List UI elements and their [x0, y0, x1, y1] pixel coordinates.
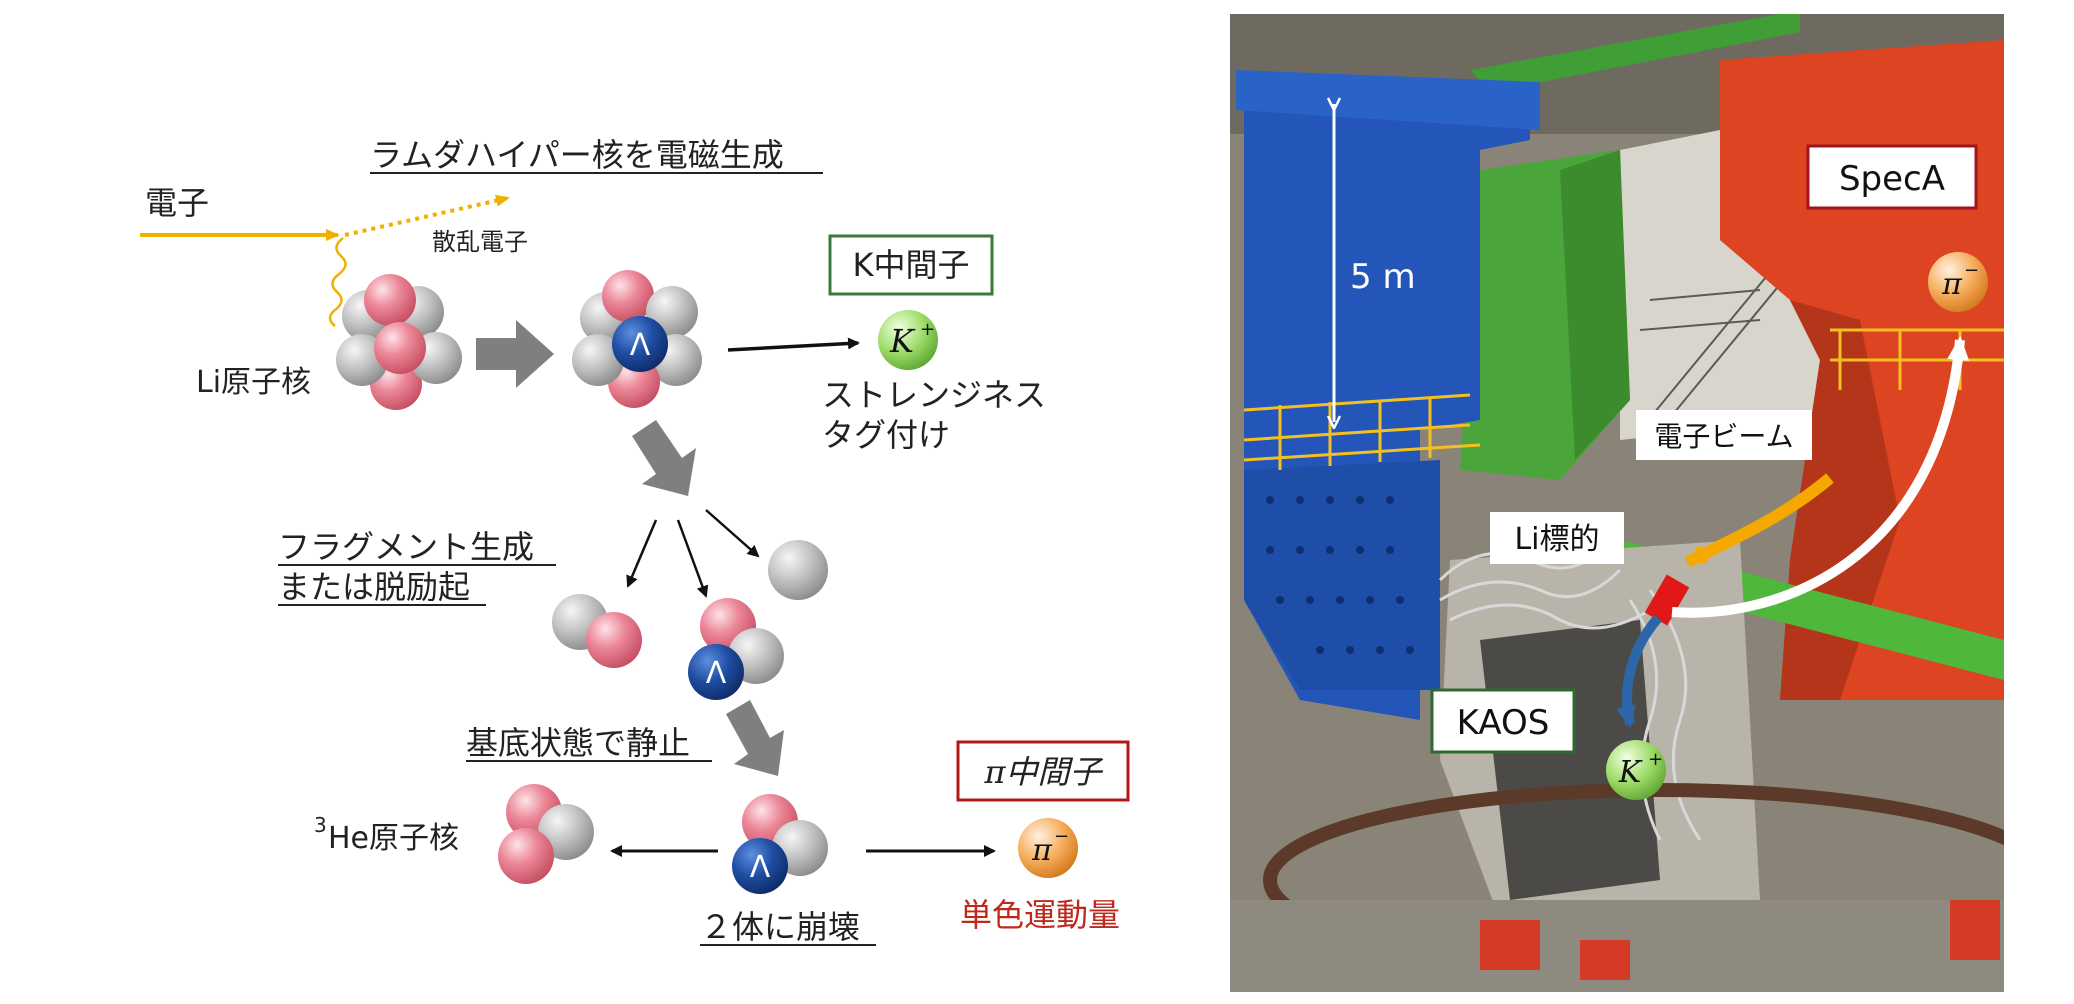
hyperfrag-lambda-symbol: Λ	[706, 656, 727, 691]
two-body-decay-label: ２体に崩壊	[700, 908, 860, 946]
hyper-proton	[602, 270, 654, 322]
transition-arrow-down-2	[726, 700, 784, 776]
fragment-proton	[586, 612, 642, 668]
reaction-diagram: ラムダハイパー核を電磁生成 電子 散乱電子 Li原子核	[140, 136, 1130, 946]
electron-beam-arrow	[1684, 473, 1834, 568]
pion-box	[956, 740, 1130, 802]
fragment-pair	[552, 594, 642, 668]
he3-superscript: 3	[314, 813, 327, 837]
speca-label: SpecA	[1839, 159, 1945, 199]
ground-state-label: 基底状態で静止	[466, 724, 690, 762]
crane-beam	[1470, 14, 1800, 92]
scattered-electron-label: 散乱電子	[432, 228, 528, 256]
photo-pion-ball	[1928, 252, 1988, 312]
kaos-label: KAOS	[1457, 703, 1550, 743]
green-spectrometer-side	[1560, 150, 1630, 460]
li-target-label-box	[1490, 512, 1624, 564]
virtual-photon-wavy-line	[328, 237, 347, 327]
hyperfrag-lambda	[688, 644, 744, 700]
diagram-title: ラムダハイパー核を電磁生成	[370, 136, 784, 174]
li-proton	[364, 274, 416, 326]
strangeness-tag-line1: ストレンジネス	[822, 376, 1046, 414]
height-label: 5 m	[1350, 257, 1416, 297]
blue-spectrometer-lower	[1244, 460, 1440, 690]
lambda-particle	[612, 316, 668, 372]
li-proton	[374, 322, 426, 374]
kaon-box	[828, 234, 994, 296]
monochromatic-label: 単色運動量	[960, 896, 1120, 934]
li-nucleus	[336, 274, 462, 410]
kaon-trajectory-arrow	[1616, 614, 1662, 728]
hypertriton-lambda	[732, 838, 788, 894]
hypertriton: Λ	[732, 794, 828, 894]
pion-trajectory-arrow	[1671, 336, 1970, 618]
kaon-symbol: K	[889, 322, 916, 360]
electron-beam-label: 電子ビーム	[1654, 420, 1793, 453]
fragment-arrow-middle	[676, 519, 709, 598]
kaon-emission-arrow	[727, 337, 860, 352]
blue-bolts	[1266, 496, 1414, 654]
yellow-railing	[1243, 393, 1481, 470]
blue-spectrometer-top-beam	[1236, 70, 1540, 130]
free-neutron	[768, 540, 828, 600]
fragment-label-line2: または脱励起	[278, 568, 470, 606]
pion-symbol: π	[1031, 833, 1053, 868]
electron-label: 電子	[145, 184, 209, 222]
pion-charge: −	[1054, 826, 1069, 847]
strangeness-tag-line2: タグ付け	[822, 416, 950, 454]
kaos-label-box	[1430, 688, 1576, 754]
kaon-charge: +	[920, 319, 935, 340]
he3-nucleus	[498, 784, 594, 884]
pion-ball	[1018, 818, 1078, 878]
pion-box-label: π中間子	[983, 753, 1103, 791]
hypernucleus: Λ	[572, 270, 702, 408]
hyper-neutron	[572, 334, 624, 386]
transition-arrow-down	[632, 420, 696, 496]
li-target-label: Li標的	[1514, 522, 1599, 557]
hypertriton-lambda-symbol: Λ	[750, 850, 771, 885]
fragment-arrow-right	[705, 509, 760, 558]
electron-beam-label-box	[1636, 410, 1812, 460]
detector-photo: 5 m π − K + SpecA 電子ビーム	[1230, 14, 2004, 992]
transition-arrow-right	[476, 320, 554, 388]
lambda-symbol: Λ	[630, 328, 651, 363]
fragment-arrow-left	[626, 519, 658, 588]
photo-kaon-charge: +	[1648, 749, 1663, 770]
kaon-ball	[878, 310, 938, 370]
photo-kaon-ball	[1606, 740, 1666, 800]
scattered-electron-arrow	[344, 194, 510, 237]
kaon-box-label: K中間子	[853, 246, 970, 284]
li-target-marker	[1644, 574, 1690, 626]
he3-proton	[498, 828, 554, 884]
fragment-label-line1: フラグメント生成	[278, 528, 534, 566]
photo-pion-symbol: π	[1941, 267, 1963, 302]
li-nucleus-label: Li原子核	[196, 365, 311, 400]
speca-label-box	[1806, 144, 1978, 210]
photo-kaon-symbol: K	[1618, 755, 1643, 790]
red-stands	[1480, 900, 2000, 980]
photo-pion-charge: −	[1964, 260, 1979, 281]
he3-label: He原子核	[328, 821, 459, 856]
hyper-fragment: Λ	[688, 598, 784, 700]
